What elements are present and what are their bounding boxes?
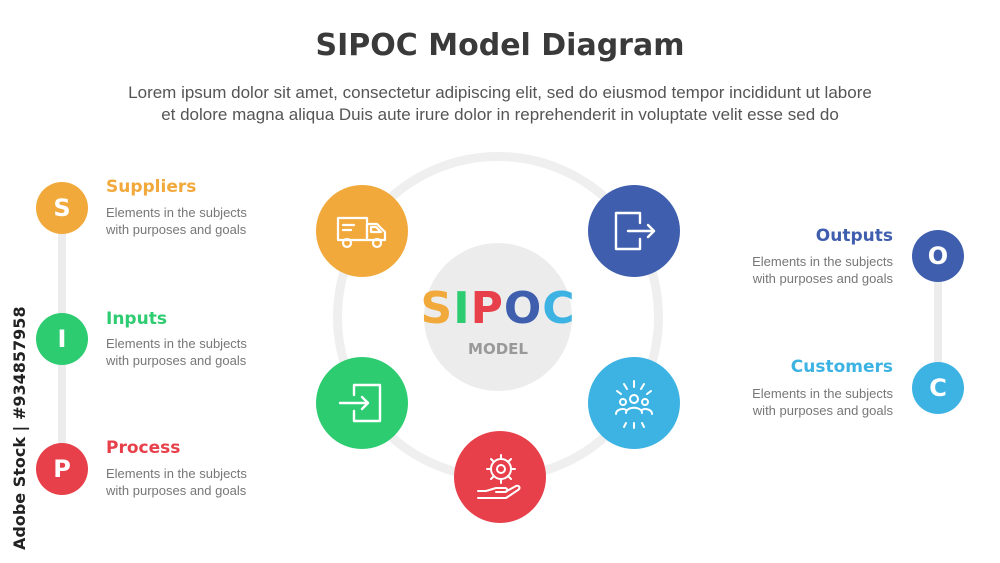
outputs-desc-line-1: Elements in the subjects xyxy=(752,254,893,269)
stock-watermark: Adobe Stock | #934857958 xyxy=(10,306,29,550)
right-connector-line xyxy=(934,262,942,382)
inputs-description: Elements in the subjects with purposes a… xyxy=(106,335,276,369)
customers-desc-line-2: with purposes and goals xyxy=(752,403,893,418)
outputs-node xyxy=(588,185,680,277)
outputs-desc-line-2: with purposes and goals xyxy=(752,271,893,286)
process-title: Process xyxy=(106,438,181,458)
inputs-letter-badge: I xyxy=(36,313,88,365)
model-label: MODEL xyxy=(468,340,528,358)
sipoc-letter-o: O xyxy=(503,283,543,334)
outputs-description: Elements in the subjects with purposes a… xyxy=(723,253,893,287)
center-circle xyxy=(424,243,572,391)
sipoc-letter-i: I xyxy=(453,283,471,334)
customers-desc-line-1: Elements in the subjects xyxy=(752,386,893,401)
sipoc-letter-c: C xyxy=(542,283,576,334)
inputs-desc-line-2: with purposes and goals xyxy=(106,353,247,368)
suppliers-desc-line-2: with purposes and goals xyxy=(106,222,247,237)
sipoc-wordmark: SIPOC xyxy=(400,283,596,334)
suppliers-title: Suppliers xyxy=(106,177,197,197)
process-node xyxy=(454,431,546,523)
page-subtitle: Lorem ipsum dolor sit amet, consectetur … xyxy=(40,82,960,126)
sipoc-letter-p: P xyxy=(470,283,504,334)
process-desc-line-1: Elements in the subjects xyxy=(106,466,247,481)
hand-gear-icon xyxy=(477,454,521,499)
sipoc-letter-s: S xyxy=(420,283,454,334)
team-people-icon xyxy=(615,380,653,429)
subtitle-line-2: et dolore magna aliqua Duis aute irure d… xyxy=(161,105,839,124)
suppliers-node xyxy=(316,185,408,277)
page-title: SIPOC Model Diagram xyxy=(315,28,685,63)
suppliers-letter-badge: S xyxy=(36,182,88,234)
process-description: Elements in the subjects with purposes a… xyxy=(106,465,276,499)
inputs-title: Inputs xyxy=(106,309,167,329)
enter-arrow-icon xyxy=(338,383,382,423)
delivery-truck-icon xyxy=(336,216,387,249)
exit-arrow-icon xyxy=(614,211,656,251)
inputs-desc-line-1: Elements in the subjects xyxy=(106,336,247,351)
process-letter-badge: P xyxy=(36,443,88,495)
customers-letter-badge: C xyxy=(912,362,964,414)
customers-node xyxy=(588,357,680,449)
subtitle-line-1: Lorem ipsum dolor sit amet, consectetur … xyxy=(128,83,872,102)
outputs-letter-badge: O xyxy=(912,230,964,282)
suppliers-description: Elements in the subjects with purposes a… xyxy=(106,204,276,238)
customers-title: Customers xyxy=(790,357,893,377)
suppliers-desc-line-1: Elements in the subjects xyxy=(106,205,247,220)
process-desc-line-2: with purposes and goals xyxy=(106,483,247,498)
customers-description: Elements in the subjects with purposes a… xyxy=(723,385,893,419)
inputs-node xyxy=(316,357,408,449)
outputs-title: Outputs xyxy=(815,226,893,246)
